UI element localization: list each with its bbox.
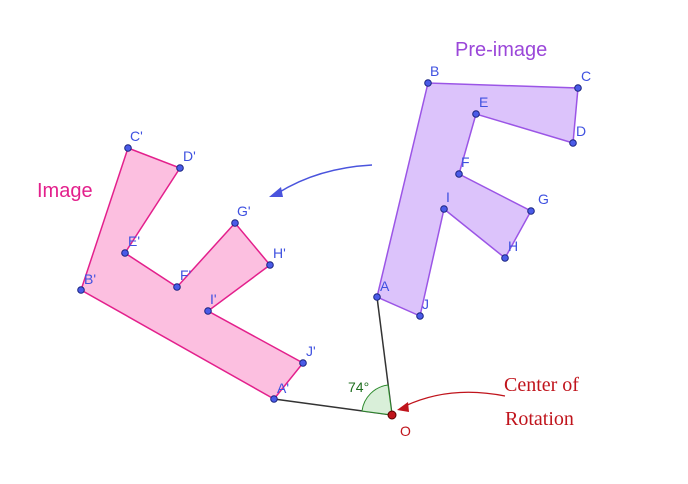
rotation-arrow bbox=[277, 164, 373, 194]
label-B-prime: B' bbox=[84, 271, 96, 287]
preimage-vertices bbox=[373, 79, 582, 320]
center-caption-line2: Rotation bbox=[505, 408, 574, 430]
vertex-B bbox=[424, 79, 432, 87]
vertex-H bbox=[501, 254, 509, 262]
preimage-labels: A B C D E F G H I J bbox=[380, 63, 591, 312]
vertex-J-prime bbox=[299, 359, 307, 367]
label-A-prime: A' bbox=[277, 380, 289, 396]
vertex-A bbox=[373, 293, 381, 301]
vertex-C-prime bbox=[124, 144, 132, 152]
label-B: B bbox=[430, 63, 439, 79]
label-D-prime: D' bbox=[183, 148, 196, 164]
vertex-B-prime bbox=[77, 286, 85, 294]
center-caption-line1: Center of bbox=[504, 374, 579, 396]
vertex-F-prime bbox=[173, 283, 181, 291]
center-arrowhead bbox=[397, 402, 409, 412]
rotation-angle-sector bbox=[361, 384, 393, 416]
vertex-I-prime bbox=[204, 307, 212, 315]
label-H-prime: H' bbox=[273, 245, 286, 261]
vertex-G bbox=[527, 207, 535, 215]
image-title: Image bbox=[37, 180, 93, 202]
image-labels: A' B' C' D' E' F' G' H' I' J' bbox=[84, 128, 316, 396]
vertex-H-prime bbox=[266, 261, 274, 269]
vertex-F bbox=[455, 170, 463, 178]
label-J: J bbox=[422, 296, 429, 312]
label-F-prime: F' bbox=[180, 267, 191, 283]
vertex-D-prime bbox=[176, 164, 184, 172]
vertex-G-prime bbox=[231, 219, 239, 227]
label-I: I bbox=[446, 189, 450, 205]
center-label: O bbox=[400, 423, 411, 439]
label-E-prime: E' bbox=[128, 233, 140, 249]
label-E: E bbox=[479, 94, 488, 110]
label-I-prime: I' bbox=[210, 291, 217, 307]
label-A: A bbox=[380, 278, 390, 294]
vertex-E-prime bbox=[121, 249, 129, 257]
label-J-prime: J' bbox=[306, 343, 316, 359]
vertex-C bbox=[574, 84, 582, 92]
vertex-D bbox=[569, 139, 577, 147]
label-G-prime: G' bbox=[237, 203, 251, 219]
vertex-I bbox=[440, 205, 448, 213]
label-C: C bbox=[581, 68, 591, 84]
label-G: G bbox=[538, 191, 549, 207]
label-H: H bbox=[508, 238, 518, 254]
preimage-title: Pre-image bbox=[455, 39, 547, 61]
vertex-J bbox=[416, 312, 424, 320]
angle-label: 74° bbox=[348, 379, 369, 395]
label-C-prime: C' bbox=[130, 128, 143, 144]
label-F: F bbox=[461, 154, 470, 170]
label-D: D bbox=[576, 123, 586, 139]
rotation-arrowhead bbox=[269, 187, 283, 197]
image-polygon bbox=[80, 147, 305, 400]
image-vertices bbox=[77, 144, 307, 403]
vertex-E bbox=[472, 110, 480, 118]
center-point bbox=[387, 410, 397, 420]
center-arrow bbox=[404, 391, 506, 407]
vertex-A-prime bbox=[270, 395, 278, 403]
